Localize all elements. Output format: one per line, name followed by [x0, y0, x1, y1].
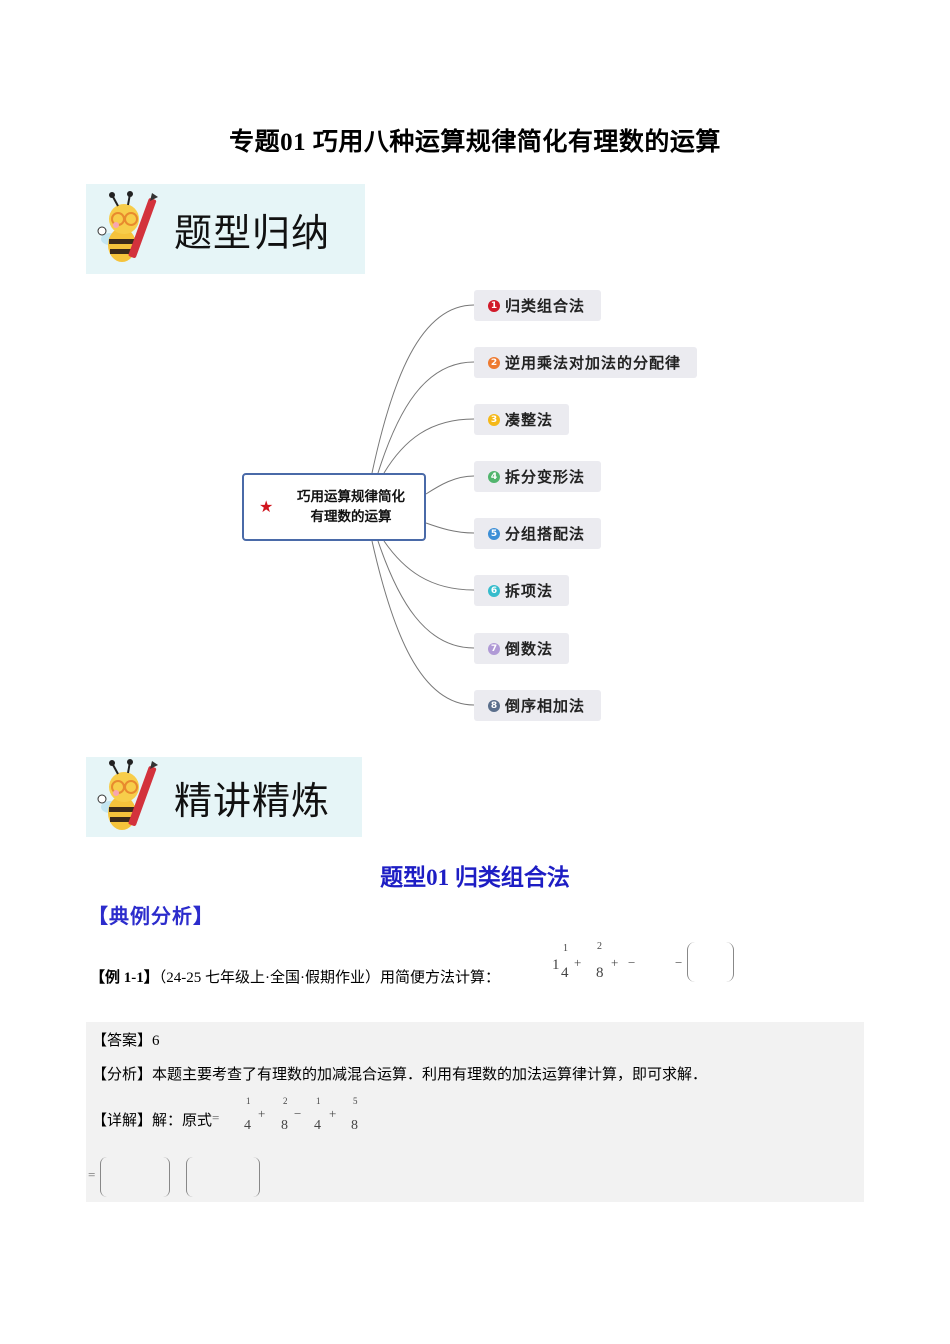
step-2-formula: =: [88, 1154, 268, 1199]
mind-map-node-2: 2 逆用乘法对加法的分配律: [474, 347, 698, 378]
formula-f1-num: 1: [563, 943, 568, 954]
term-4-num: 5: [353, 1096, 358, 1106]
number-4-icon: 4: [488, 470, 500, 483]
term-1-num: 1: [246, 1096, 251, 1106]
number-5-icon: 5: [488, 527, 500, 540]
node-label: 倒序相加法: [505, 699, 586, 715]
mind-map-node-3: 3 凑整法: [474, 404, 570, 435]
analysis-label: 【分析】: [92, 1067, 153, 1083]
formula-f2-num: 2: [597, 941, 602, 952]
number-3-icon: 3: [488, 413, 500, 426]
formula-op4: −: [675, 955, 683, 970]
node-label: 拆项法: [505, 584, 554, 600]
answer-label: 【答案】: [92, 1033, 153, 1049]
example-question: 【例 1-1】（24-25 七年级上·全国·假期作业）用简便方法计算：: [90, 966, 500, 987]
star-icon: ★: [259, 499, 274, 516]
formula-f1-den: 4: [561, 965, 569, 981]
section-heading: 题型01 归类组合法: [380, 865, 570, 890]
example-source: （24-25 七年级上·全国·假期作业）用简便方法计算：: [158, 970, 500, 986]
banner-question-types: 题型归纳: [86, 184, 365, 274]
mind-map-node-4: 4 拆分变形法: [474, 461, 602, 492]
detail-formula: 1 4 + 2 8 − 1 4 + 5 8: [241, 1094, 371, 1139]
term-1-den: 4: [244, 1118, 251, 1133]
detail-text: 解：原式: [152, 1113, 213, 1129]
banner-lecture-practice: 精讲精炼: [86, 757, 362, 837]
center-node-text: 巧用运算规律简化 有理数的运算: [281, 487, 421, 527]
step-2-equals: =: [88, 1167, 96, 1182]
example-formula: 1 1 4 + 2 8 + − −: [550, 940, 750, 990]
left-paren: [186, 1157, 193, 1197]
number-2-icon: 2: [488, 356, 500, 369]
left-paren: [100, 1157, 107, 1197]
mind-map-node-8: 8 倒序相加法: [474, 690, 602, 721]
node-label: 逆用乘法对加法的分配律: [505, 356, 682, 372]
answer-value: 6: [152, 1033, 160, 1049]
node-label: 归类组合法: [505, 299, 586, 315]
node-label: 分组搭配法: [505, 527, 586, 543]
center-line-1: 巧用运算规律简化: [297, 489, 405, 505]
analysis-line: 【分析】本题主要考查了有理数的加减混合运算．利用有理数的加法运算律计算，即可求解…: [92, 1063, 707, 1084]
formula-op1: +: [574, 955, 582, 970]
term-3-num: 1: [316, 1096, 321, 1106]
formula-op2: +: [611, 955, 619, 970]
number-7-icon: 7: [488, 642, 500, 655]
analysis-text: 本题主要考查了有理数的加减混合运算．利用有理数的加法运算律计算，即可求解．: [152, 1067, 708, 1083]
node-label: 倒数法: [505, 642, 554, 658]
bee-pencil-icon: [97, 759, 158, 830]
formula-whole: 1: [552, 957, 560, 973]
term-1-op: +: [258, 1106, 266, 1121]
document-title: 专题01 巧用八种运算规律简化有理数的运算: [229, 129, 721, 156]
term-2-den: 8: [281, 1118, 288, 1133]
right-paren: [726, 942, 734, 982]
term-2-num: 2: [283, 1096, 288, 1106]
left-paren: [687, 942, 695, 982]
detail-label: 【详解】: [92, 1113, 153, 1129]
mind-map: ★ 巧用运算规律简化 有理数的运算 1 归类组合法 2 逆用乘法对加法的分配律 …: [0, 280, 950, 730]
bee-pencil-icon: [97, 191, 158, 262]
mind-map-node-1: 1 归类组合法: [474, 290, 602, 321]
number-1-icon: 1: [488, 299, 500, 312]
node-label: 凑整法: [505, 413, 554, 429]
term-2-op: −: [294, 1106, 302, 1121]
detail-equals: =: [212, 1110, 220, 1125]
banner-title: 题型归纳: [174, 210, 331, 255]
term-3-den: 4: [314, 1118, 321, 1133]
mind-map-node-7: 7 倒数法: [474, 633, 570, 664]
node-label: 拆分变形法: [505, 470, 586, 486]
example-analysis-heading: 【典例分析】: [88, 906, 214, 928]
number-8-icon: 8: [488, 699, 500, 712]
center-line-2: 有理数的运算: [310, 509, 392, 525]
right-paren: [163, 1157, 170, 1197]
banner-title: 精讲精炼: [174, 778, 331, 823]
answer-panel: 【答案】6 【分析】本题主要考查了有理数的加减混合运算．利用有理数的加法运算律计…: [86, 1022, 864, 1202]
formula-f2-den: 8: [596, 965, 604, 981]
mind-map-center-node: ★ 巧用运算规律简化 有理数的运算: [242, 473, 426, 541]
mind-map-connectors: [371, 304, 475, 706]
term-3-op: +: [329, 1106, 337, 1121]
answer-line: 【答案】6: [92, 1029, 160, 1050]
mind-map-node-5: 5 分组搭配法: [474, 518, 602, 549]
formula-op3: −: [628, 955, 636, 970]
term-4-den: 8: [351, 1118, 358, 1133]
right-paren: [253, 1157, 260, 1197]
detail-line: 【详解】解：原式=: [92, 1109, 219, 1130]
example-label: 【例 1-1】: [90, 970, 159, 986]
number-6-icon: 6: [488, 584, 500, 597]
mind-map-node-6: 6 拆项法: [474, 575, 570, 606]
